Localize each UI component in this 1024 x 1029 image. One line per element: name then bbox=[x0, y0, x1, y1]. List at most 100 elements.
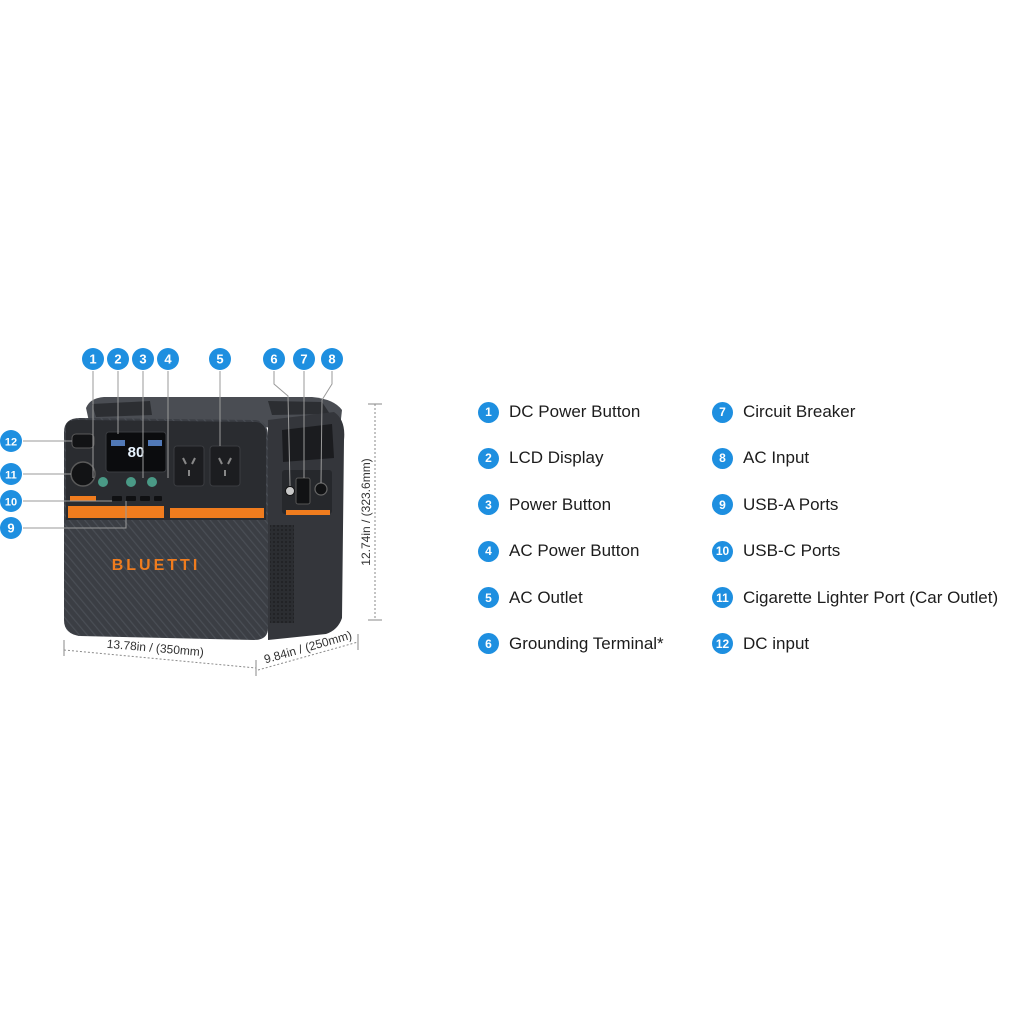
number-badge: 12 bbox=[712, 633, 733, 655]
callout-badge-number: 4 bbox=[164, 352, 172, 367]
number-badge: 10 bbox=[712, 540, 733, 562]
dimension-width-label: 13.78in / (350mm) bbox=[106, 637, 204, 659]
legend-column-right: 7 Circuit Breaker 8 AC Input 9 USB-A Ports 10 U… bbox=[712, 396, 998, 674]
side-accent-strip bbox=[286, 510, 330, 515]
legend-label: AC Power Button bbox=[509, 541, 640, 561]
callout-badge-number: 1 bbox=[89, 352, 96, 367]
leader-line-8 bbox=[320, 371, 333, 484]
legend-label: AC Input bbox=[743, 448, 810, 468]
grounding-terminal-part bbox=[285, 486, 295, 496]
legend-label: USB-A Ports bbox=[743, 494, 839, 514]
callout-badge-number: 7 bbox=[300, 352, 307, 367]
number-badge: 9 bbox=[712, 494, 733, 516]
callout-badge-number: 6 bbox=[270, 352, 277, 367]
lcd-segment-left bbox=[111, 440, 125, 446]
dim-depth-line bbox=[257, 641, 359, 671]
callout-badge-number: 3 bbox=[139, 352, 146, 367]
callout-badge-circle bbox=[0, 517, 22, 539]
ac-outlet-2 bbox=[209, 445, 241, 487]
legend-label: Grounding Terminal* bbox=[509, 633, 664, 653]
legend-label: Power Button bbox=[509, 494, 612, 514]
ac-outlet-1-slot-a bbox=[182, 457, 187, 465]
legend-item: 11 Cigarette Lighter Port (Car Outlet) bbox=[712, 582, 998, 614]
ac-outlet-2-slot-a bbox=[218, 457, 223, 465]
usb-port-2 bbox=[126, 496, 136, 501]
callout-badge-circle bbox=[132, 348, 154, 370]
callout-badge-circle bbox=[293, 348, 315, 370]
legend-label: DC Power Button bbox=[509, 402, 641, 421]
usb-port-1 bbox=[112, 496, 122, 501]
callout-badge-number: 11 bbox=[5, 470, 17, 482]
leader-line-9 bbox=[23, 501, 127, 529]
usb-port-3 bbox=[140, 496, 150, 501]
callout-badge-number: 8 bbox=[328, 352, 335, 367]
circuit-breaker-part bbox=[295, 477, 311, 505]
ac-power-button-part bbox=[147, 477, 157, 487]
legend-label: DC input bbox=[743, 633, 810, 653]
dc-power-button-part bbox=[98, 477, 108, 487]
callout-badge-circle bbox=[107, 348, 129, 370]
ac-input-part bbox=[314, 482, 328, 496]
power-button-part bbox=[126, 477, 136, 487]
lcd-segment-right bbox=[148, 440, 162, 446]
callout-badge-number: 12 bbox=[5, 437, 17, 449]
callout-badge-circle bbox=[157, 348, 179, 370]
legend-item: 7 Circuit Breaker bbox=[712, 396, 998, 428]
dimension-ticks bbox=[63, 403, 382, 676]
car-outlet-part bbox=[70, 461, 96, 487]
side-vent bbox=[270, 525, 294, 623]
callout-badge-circle bbox=[0, 463, 22, 485]
number-badge: 7 bbox=[712, 401, 733, 423]
dimension-height-label: 12.74in / (323.6mm) bbox=[359, 458, 373, 565]
legend-item: 6 Grounding Terminal* bbox=[478, 628, 664, 660]
legend-item: 1 DC Power Button bbox=[478, 396, 664, 428]
legend-label: LCD Display bbox=[509, 448, 604, 468]
leader-line-6 bbox=[273, 371, 291, 487]
legend-item: 12 DC input bbox=[712, 628, 998, 660]
callout-badge-circle bbox=[321, 348, 343, 370]
dimension-lines bbox=[63, 404, 376, 671]
callout-leader-lines bbox=[23, 371, 333, 529]
legend-item: 8 AC Input bbox=[712, 442, 998, 474]
callout-badge-circle bbox=[209, 348, 231, 370]
legend-label: Cigarette Lighter Port (Car Outlet) bbox=[743, 587, 999, 607]
legend-item: 9 USB-A Ports bbox=[712, 489, 998, 521]
legend-item: 4 AC Power Button bbox=[478, 535, 664, 567]
callout-badge-circle bbox=[0, 430, 22, 452]
number-badge: 1 bbox=[478, 401, 499, 423]
legend-label: Circuit Breaker bbox=[743, 402, 856, 421]
number-badge: 11 bbox=[712, 587, 733, 609]
front-accent-strip-left bbox=[68, 506, 164, 518]
callout-badge-circle bbox=[263, 348, 285, 370]
legend-column-left: 1 DC Power Button 2 LCD Display 3 Power Butto… bbox=[478, 396, 664, 674]
number-badge: 5 bbox=[478, 587, 499, 609]
number-badge: 8 bbox=[712, 447, 733, 469]
orange-label bbox=[70, 496, 96, 501]
number-badge: 6 bbox=[478, 633, 499, 655]
ac-outlet-2-slot-b bbox=[227, 457, 232, 465]
number-badge: 2 bbox=[478, 447, 499, 469]
callout-badge-number: 9 bbox=[7, 521, 14, 536]
legend-item: 2 LCD Display bbox=[478, 442, 664, 474]
brand-logo: BLUETTI bbox=[112, 557, 201, 574]
dc-input-part bbox=[71, 433, 95, 449]
lcd-display-value: 80 bbox=[128, 444, 145, 461]
callout-badge-circle bbox=[82, 348, 104, 370]
callout-badge-number: 5 bbox=[216, 352, 223, 367]
number-badge: 3 bbox=[478, 494, 499, 516]
callout-badge-number: 2 bbox=[114, 352, 121, 367]
front-accent-strip-right bbox=[170, 508, 264, 518]
ac-outlet-1-slot-b bbox=[191, 457, 196, 465]
handle-right bbox=[268, 401, 330, 415]
usb-port-4 bbox=[154, 496, 162, 501]
ac-outlet-1 bbox=[173, 445, 205, 487]
legend-label: USB-C Ports bbox=[743, 541, 841, 561]
dim-width-line bbox=[63, 649, 257, 669]
callout-badge-circle bbox=[0, 490, 22, 512]
number-badge: 4 bbox=[478, 540, 499, 562]
callout-badge-number: 10 bbox=[5, 497, 17, 509]
